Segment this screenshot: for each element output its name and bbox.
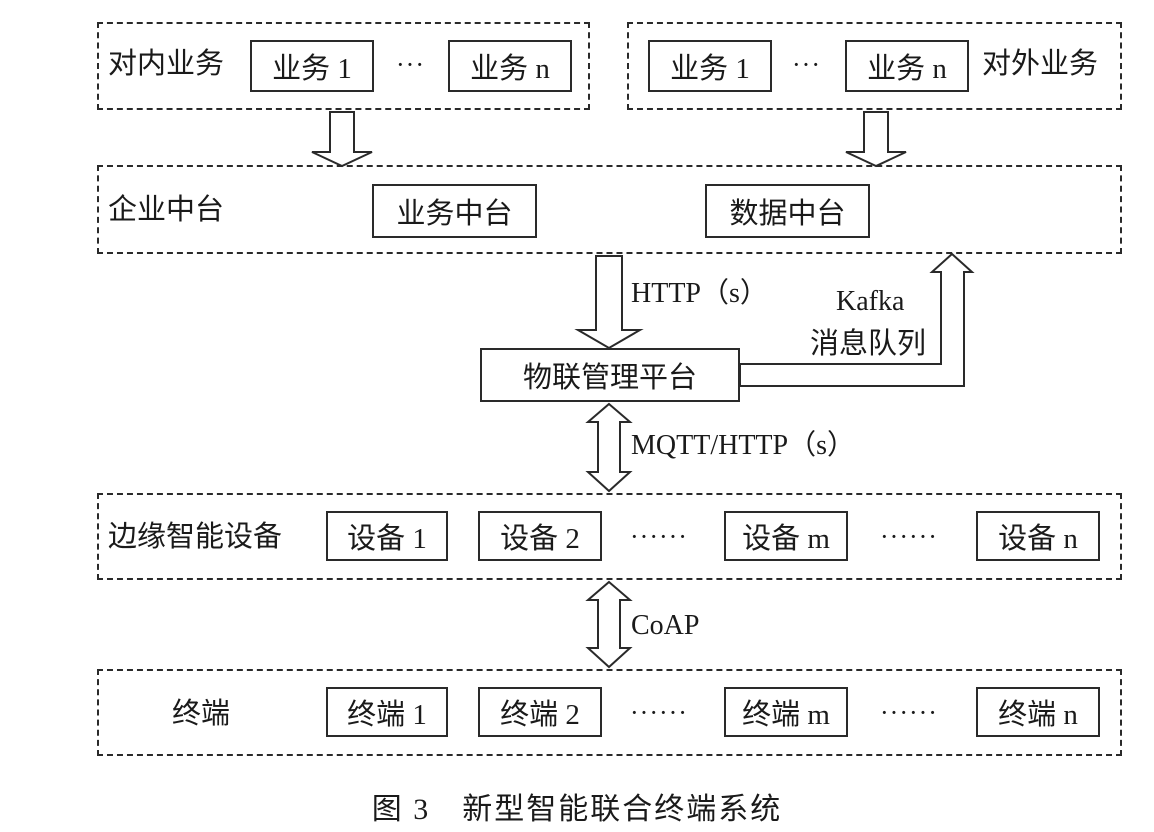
down-arrow-external — [845, 111, 907, 168]
terminal-ellipsis: ······ — [630, 698, 688, 727]
kafka-elbow-arrow — [739, 252, 975, 387]
edge-device-box: 设备 m — [724, 511, 848, 561]
business-platform-box: 业务中台 — [372, 184, 537, 238]
iot-management-platform-box: 物联管理平台 — [480, 348, 740, 402]
internal-business-group — [97, 22, 590, 110]
edge-ellipsis: ······ — [630, 522, 688, 551]
edge-device-box: 设备 2 — [478, 511, 602, 561]
terminal-ellipsis: ······ — [880, 698, 938, 727]
figure-caption: 图 3 新型智能联合终端系统 — [371, 793, 783, 826]
double-arrow-coap — [585, 580, 633, 669]
terminal-box: 终端 m — [724, 687, 848, 737]
data-platform-box: 数据中台 — [705, 184, 870, 238]
edge-devices-label: 边缘智能设备 — [108, 521, 283, 553]
edge-devices-group — [97, 493, 1122, 580]
internal-business-1: 业务 1 — [250, 40, 374, 92]
terminals-group — [97, 669, 1122, 756]
edge-device-box: 设备 1 — [326, 511, 448, 561]
internal-business-n: 业务 n — [448, 40, 572, 92]
message-queue-label: 消息队列 — [810, 328, 927, 360]
external-business-group — [627, 22, 1122, 110]
external-business-1: 业务 1 — [648, 40, 772, 92]
kafka-label: Kafka — [836, 286, 905, 317]
external-business-n: 业务 n — [845, 40, 969, 92]
edge-ellipsis: ······ — [880, 522, 938, 551]
double-arrow-mqtt — [585, 402, 633, 493]
down-arrow-http — [574, 255, 644, 350]
internal-ellipsis: ··· — [396, 50, 425, 79]
http-label: HTTP（s） — [631, 278, 768, 309]
mqtt-http-label: MQTT/HTTP（s） — [631, 430, 856, 461]
external-business-label: 对外业务 — [982, 48, 1099, 80]
down-arrow-internal — [311, 111, 373, 168]
terminal-box: 终端 2 — [478, 687, 602, 737]
terminal-box: 终端 1 — [326, 687, 448, 737]
external-ellipsis: ··· — [792, 50, 821, 79]
internal-business-label: 对内业务 — [108, 48, 225, 80]
enterprise-platform-group — [97, 165, 1122, 254]
terminals-label: 终端 — [172, 698, 231, 730]
coap-label: CoAP — [631, 610, 700, 641]
terminal-box: 终端 n — [976, 687, 1100, 737]
enterprise-platform-label: 企业中台 — [108, 194, 225, 226]
edge-device-box: 设备 n — [976, 511, 1100, 561]
